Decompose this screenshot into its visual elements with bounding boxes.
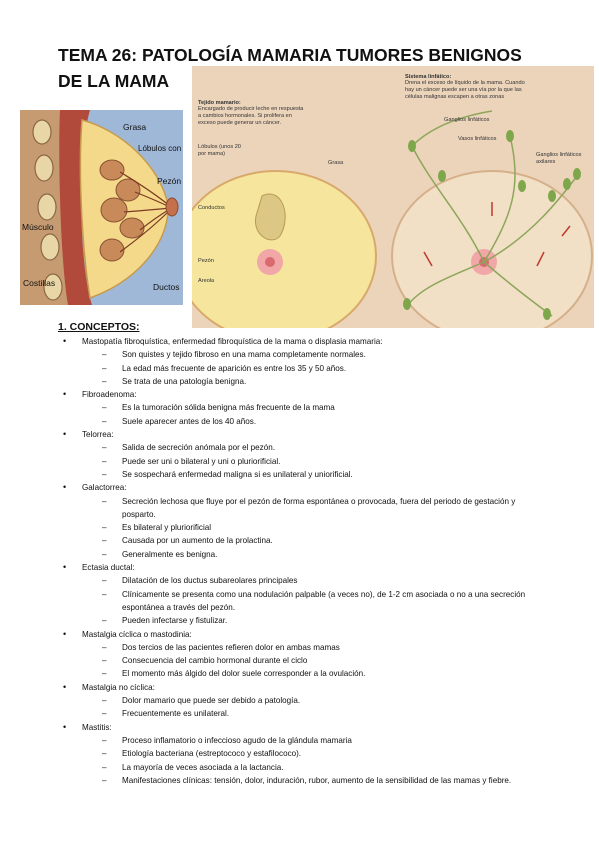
concept-subitem: La edad más frecuente de aparición es en… [102,362,533,376]
concept-subitem: Proceso inflamatorio o infeccioso agudo … [102,734,533,748]
concept-subitem: Son quistes y tejido fibroso en una mama… [102,348,533,362]
breast-anatomy-figure: Tejido mamario: Encargado de producir le… [192,66,594,328]
concept-subitem: Dos tercios de las pacientes refieren do… [102,641,533,655]
breast-cross-section-figure: Grasa Lóbulos con los alveolos Pezón Mús… [20,110,183,305]
concept-item: Mastalgia cíclica o mastodinia: Dos terci… [63,628,533,681]
concept-subitem: Dolor mamario que puede ser debido a pat… [102,694,533,708]
label-tejido-title: Tejido mamario: [198,100,241,106]
concept-subitems: Son quistes y tejido fibroso en una mama… [82,348,533,388]
concept-item: Ectasia ductal:Dilatación de los ductus … [63,561,533,628]
label-areola: Areola [198,278,215,284]
breast-cross-section-illustration: Grasa Lóbulos con los alveolos Pezón Mús… [20,110,183,305]
label-conductos: Conductos [198,205,225,211]
concept-subitem: Se sospechará enfermedad maligna si es u… [102,468,533,482]
concept-item: Telorrea:Salida de secreción anómala por… [63,428,533,481]
concept-subitem: Es bilateral y pluriorificial [102,521,533,535]
concept-item: Galactorrea: Secreción lechosa que fluye … [63,481,533,561]
concept-subitem: La mayoría de veces asociada a la lactan… [102,761,533,775]
concept-subitem: Se trata de una patología benigna. [102,375,533,389]
concept-subitem: Consecuencia del cambio hormonal durante… [102,654,533,668]
label-grasa: Grasa [328,160,344,166]
concept-subitem: Dilatación de los ductus subareolares pr… [102,574,533,588]
concept-subitem: Manifestaciones clínicas: tensión, dolor… [102,774,533,788]
concept-subitems: Dolor mamario que puede ser debido a pat… [82,694,533,721]
label-tejido-text: Encargado de producir leche en respuesta… [198,106,304,126]
concept-item: Mastalgia no cíclica: Dolor mamario que p… [63,681,533,721]
label-ductos: Ductos [153,282,179,292]
concept-subitems: Dilatación de los ductus subareolares pr… [82,574,533,627]
concept-subitems: Secreción lechosa que fluye por el pezón… [82,495,533,562]
concept-item: Mastopatía fibroquística, enfermedad fib… [63,335,533,388]
concept-subitem: Clínicamente se presenta como una nodula… [102,588,533,615]
label-pezon: Pezón [157,176,181,186]
label-sistema-text: Drena el exceso de líquido de la mama. C… [405,80,525,100]
concept-subitem: Secreción lechosa que fluye por el pezón… [102,495,533,522]
concept-heading: Telorrea: [82,430,114,440]
concept-heading: Ectasia ductal: [82,563,135,573]
section-title: 1. CONCEPTOS: [58,321,140,333]
concept-item: Fibroadenoma:Es la tumoración sólida ben… [63,388,533,428]
label-pezon: Pezón [198,258,214,264]
concept-subitem: Causada por un aumento de la prolactina. [102,534,533,548]
label-lobulos: Lóbulos con los alveolos [138,144,183,153]
concept-subitems: Es la tumoración sólida benigna más frec… [82,401,533,428]
concept-subitem: Frecuentemente es unilateral. [102,707,533,721]
concept-heading: Galactorrea: [82,483,127,493]
concepts-list: Mastopatía fibroquística, enfermedad fib… [63,335,533,787]
concept-subitem: Pueden infectarse y fistulizar. [102,614,533,628]
concept-heading: Mastitis: [82,722,112,732]
concept-heading: Fibroadenoma: [82,390,137,400]
label-vasos: Vasos linfáticos [458,136,497,142]
concept-subitem: Es la tumoración sólida benigna más frec… [102,401,533,415]
concept-subitem: Puede ser uni o bilateral y uni o plurio… [102,455,533,469]
concept-subitem: Etiología bacteriana (estreptococo y est… [102,747,533,761]
concept-heading: Mastalgia cíclica o mastodinia: [82,629,192,639]
page-title: TEMA 26: PATOLOGÍA MAMARIA TUMORES BENIG… [58,45,522,91]
concept-heading: Mastalgia no cíclica: [82,682,155,692]
label-ganglios: Ganglios linfáticos [444,117,490,123]
label-grasa: Grasa [123,122,146,132]
breast-lymphatic-illustration: Tejido mamario: Encargado de producir le… [192,66,594,328]
concept-subitem: Generalmente es benigna. [102,548,533,562]
concept-subitems: Dos tercios de las pacientes refieren do… [82,641,533,681]
label-sistema-title: Sistema linfático: [405,74,451,80]
concept-subitems: Proceso inflamatorio o infeccioso agudo … [82,734,533,787]
label-ganglios-axilares: Ganglios linfáticos axilares [536,152,582,165]
label-musculo: Músculo [22,222,54,232]
concept-subitem: Salida de secreción anómala por el pezón… [102,441,533,455]
concept-heading: Mastopatía fibroquística, enfermedad fib… [82,337,383,346]
label-costillas: Costillas [23,278,55,288]
concept-subitems: Salida de secreción anómala por el pezón… [82,441,533,481]
label-lobulos: Lóbulos (unos 20 por mama) [198,144,241,157]
concept-item: Mastitis: Proceso inflamatorio o infeccio… [63,721,533,788]
concept-subitem: Suele aparecer antes de los 40 años. [102,415,533,429]
concept-subitem: El momento más álgido del dolor suele co… [102,667,533,681]
